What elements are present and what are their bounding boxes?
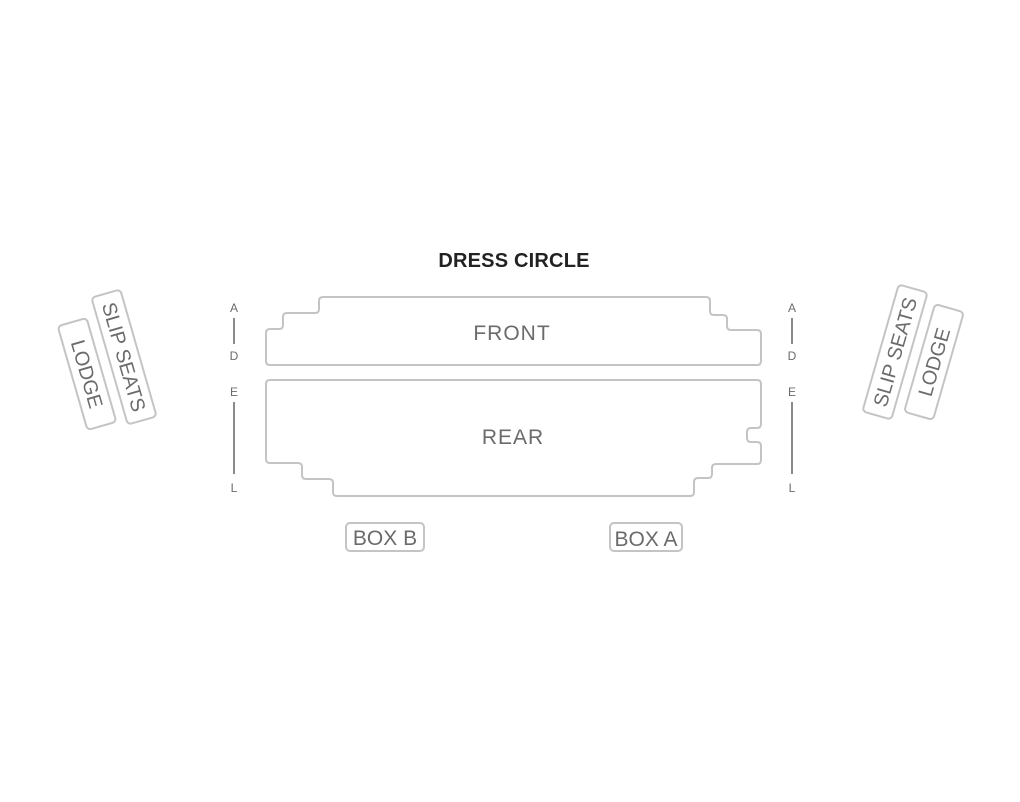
box-b-label: BOX B [353, 527, 417, 550]
row-label-a-right: A [788, 301, 796, 315]
right-row-indicator-front: A D [788, 301, 797, 363]
row-label-a-left: A [230, 301, 238, 315]
row-label-l-left: L [231, 481, 238, 495]
rear-section[interactable]: REAR [265, 379, 762, 497]
row-label-l-right: L [789, 481, 796, 495]
row-label-d-left: D [230, 349, 239, 363]
front-section-label: FRONT [473, 322, 550, 345]
rear-section-label: REAR [482, 426, 544, 449]
left-lodge-outline[interactable] [57, 317, 117, 431]
row-label-e-right: E [788, 385, 796, 399]
box-b-outline[interactable] [345, 522, 425, 552]
right-slip-seats-outline[interactable] [862, 284, 928, 420]
left-row-indicator-front: A D [230, 301, 239, 363]
box-a-section[interactable]: BOX A [609, 522, 683, 552]
rear-section-outline[interactable] [265, 379, 762, 497]
left-slip-seats-outline[interactable] [91, 289, 157, 425]
left-row-indicator-rear: E L [230, 385, 238, 495]
row-label-e-left: E [230, 385, 238, 399]
front-section-outline[interactable] [265, 296, 762, 366]
box-a-label: BOX A [614, 528, 677, 551]
right-lodge-outline[interactable] [904, 303, 964, 421]
box-a-outline[interactable] [609, 522, 683, 552]
right-row-indicator-rear: E L [788, 385, 796, 495]
front-section[interactable]: FRONT [265, 296, 762, 366]
section-title: DRESS CIRCLE [438, 250, 590, 272]
box-b-section[interactable]: BOX B [345, 522, 425, 552]
row-label-d-right: D [788, 349, 797, 363]
